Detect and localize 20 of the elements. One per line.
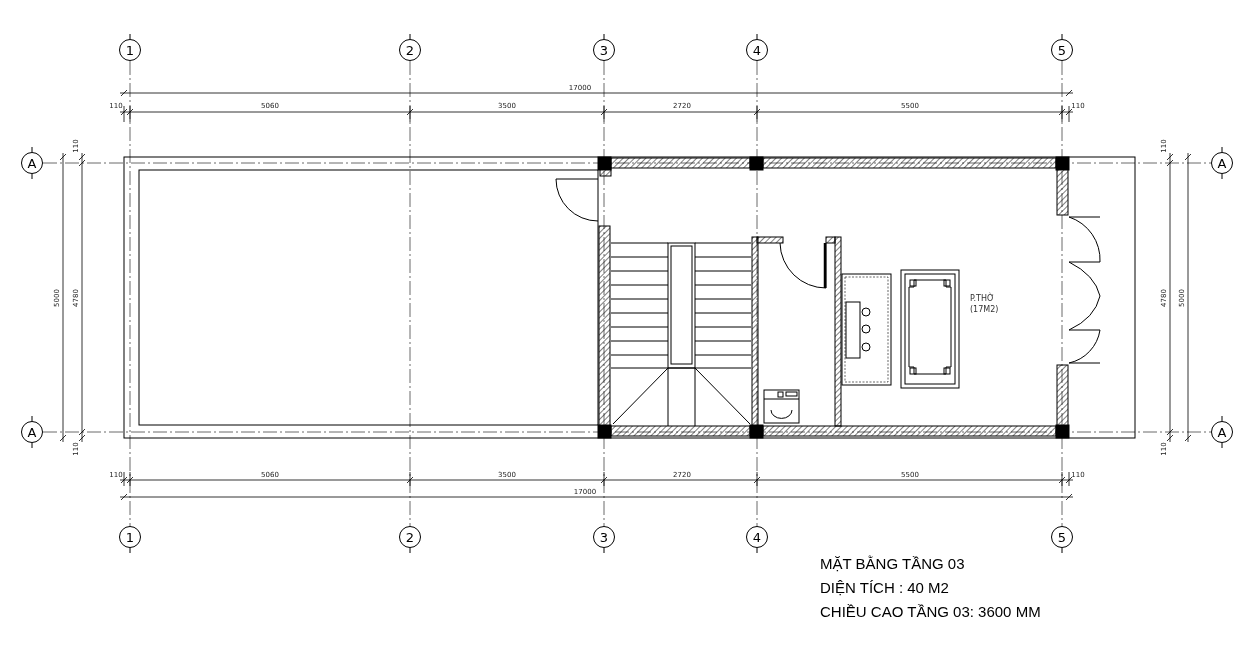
grid-bubble: 2 [399,39,421,61]
grid-bubble: A [1211,421,1233,443]
grid-bubble: 1 [119,526,141,548]
grid-bubble: 5 [1051,526,1073,548]
grid-bubble: A [1211,152,1233,174]
grid-axis-line [409,60,411,527]
room-label: P.THỜ (17M2) [970,294,1000,316]
grid-bubble: 1 [119,39,141,61]
plan-note: DIỆN TÍCH : 40 M2 [820,580,949,595]
plan-note: CHIỀU CAO TẦNG 03: 3600 MM [820,604,1041,619]
grid-bubble: 3 [593,39,615,61]
grid-bubble: 5 [1051,39,1073,61]
grid-bubble: A [21,421,43,443]
plan-title: MẶT BẰNG TẦNG 03 [820,556,965,571]
grid-axis-line [129,60,131,527]
grid-bubble: A [21,152,43,174]
grid-bubble: 4 [746,39,768,61]
grid-bubble: 2 [399,526,421,548]
grid-bubble: 3 [593,526,615,548]
grid-bubble: 4 [746,526,768,548]
